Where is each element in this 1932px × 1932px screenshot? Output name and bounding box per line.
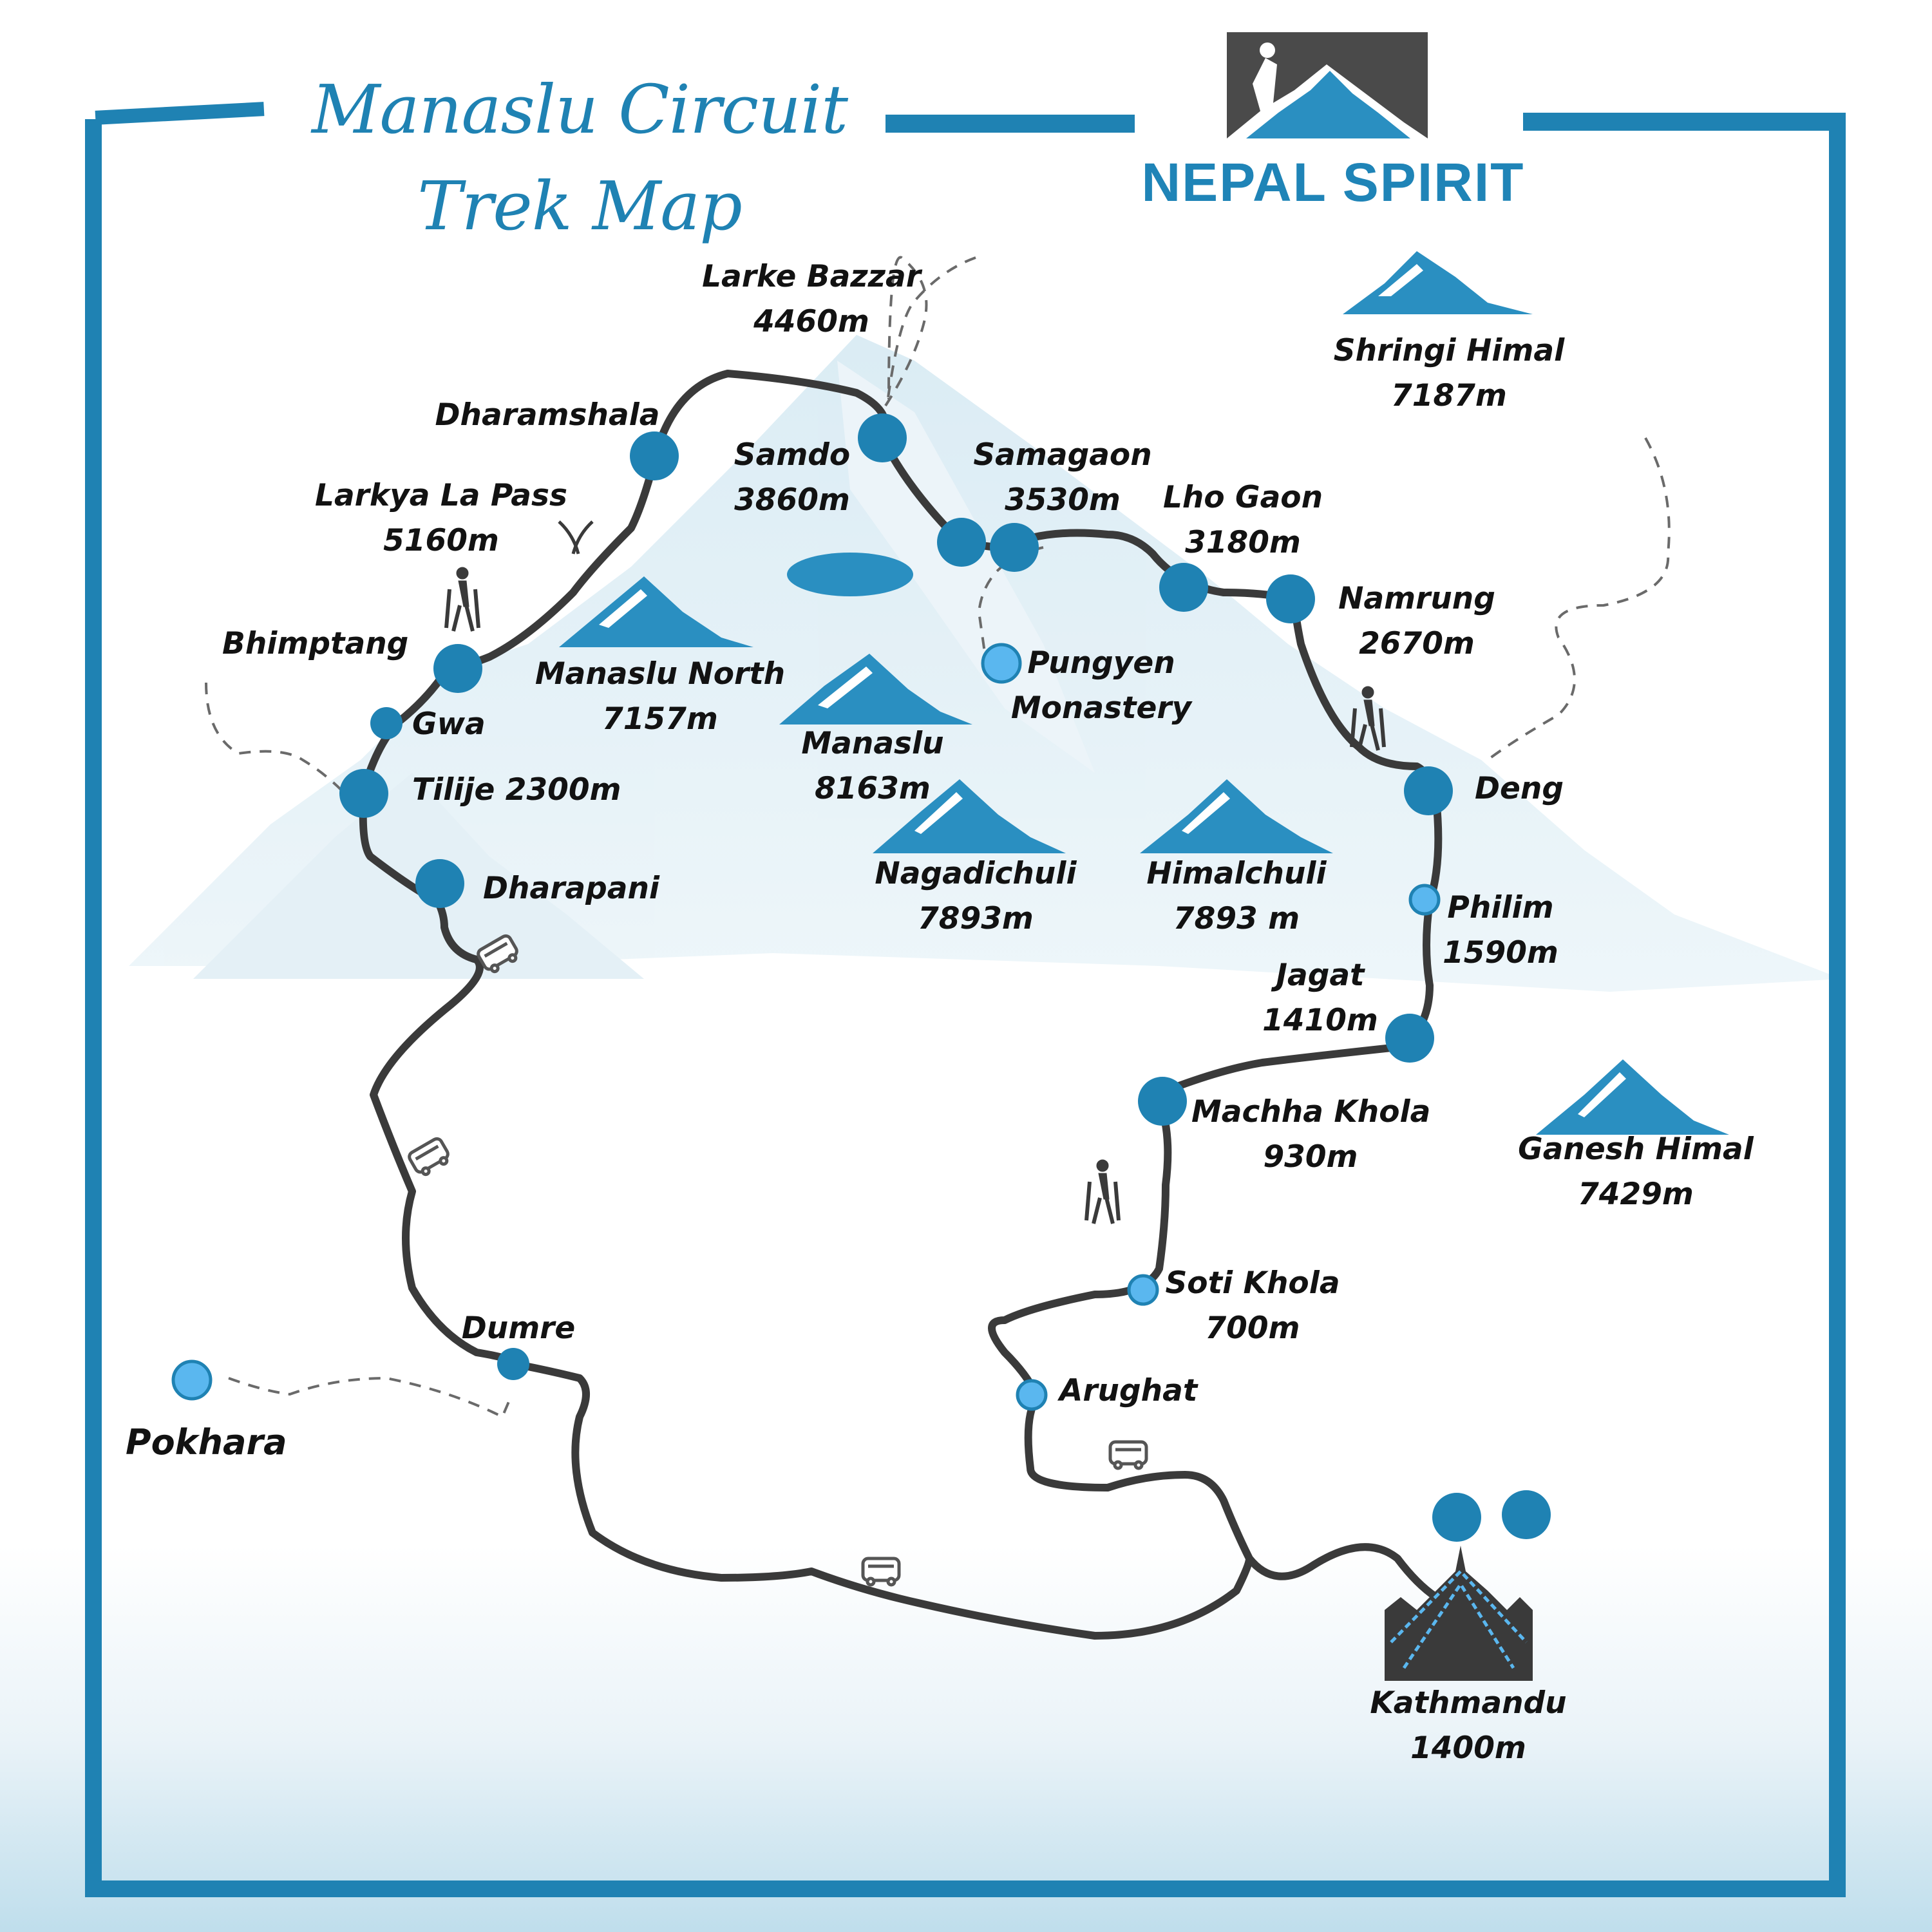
frame [85,102,1846,1897]
stop-marker [1127,1274,1159,1306]
stop-marker [339,769,388,818]
stop-marker [1404,766,1453,815]
stop-markers [171,413,1551,1542]
stop-marker [937,518,986,567]
mountain-icon [1343,251,1533,314]
stop-marker [171,1359,213,1401]
hiker-icons [444,567,1386,1224]
mountain-icon [1536,1059,1729,1135]
stop-marker [1432,1493,1481,1542]
peak-icons [559,251,1729,1135]
stop-marker [1266,574,1315,623]
stop-marker [370,707,402,739]
label-tilije: Tilije 2300m [412,772,621,808]
label-bhimptang: Bhimptang [222,626,409,661]
bus-icon [477,934,518,974]
label-pokhara: Pokhara [126,1422,287,1463]
stop-marker [497,1348,529,1380]
stop-marker [990,523,1039,572]
stop-marker [433,644,482,693]
label-dharamshala: Dharamshala [435,397,660,433]
bus-icon [408,1137,450,1177]
pass-icon [558,520,594,554]
label-arughat: Arughat [1059,1373,1198,1408]
stop-marker [1016,1379,1048,1411]
hiker-icon [1084,1159,1121,1224]
stop-marker [415,859,464,908]
label-dumre: Dumre [461,1311,576,1346]
label-deng: Deng [1475,771,1564,806]
stop-marker [1408,884,1441,916]
stop-marker [858,413,907,462]
stop-marker [981,643,1022,684]
bus-icons [408,934,1148,1587]
nepal-spirit-logo [1227,32,1428,138]
map-title: Manaslu Circuit Trek Map [303,61,857,254]
label-gwa: Gwa [412,706,486,742]
mountain-icon [873,779,1066,853]
stop-marker [1502,1490,1551,1539]
title-line-2: Trek Map [417,167,743,245]
brand-name: NEPAL SPIRIT [1141,152,1525,213]
mountain-icon [779,654,972,724]
bus-icon [861,1557,901,1587]
lake [787,553,913,596]
stop-marker [1385,1014,1434,1063]
stop-marker [630,431,679,480]
mountain-icon [1140,779,1333,853]
hiker-icon [1350,686,1386,751]
bus-icon [1108,1440,1148,1470]
title-line-1: Manaslu Circuit [312,70,848,149]
stop-marker [1138,1077,1187,1126]
stupa-icon [1385,1546,1533,1681]
label-dharapani: Dharapani [483,871,660,906]
side-trails [205,256,1671,1419]
hiker-icon [444,567,480,632]
stop-marker [1159,563,1208,612]
mountain-icon [559,576,753,647]
